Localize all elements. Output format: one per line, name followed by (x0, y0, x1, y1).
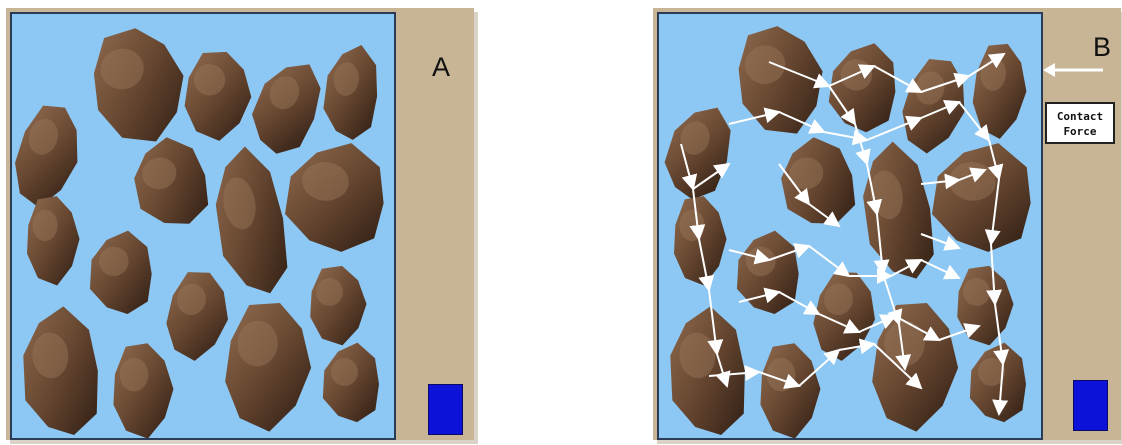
particle-field-a (10, 12, 396, 440)
particle-b-3 (826, 40, 899, 135)
particles-b (659, 14, 1041, 438)
particle-a-15 (221, 299, 316, 435)
particle-a-7 (205, 142, 295, 300)
particle-a-10 (90, 231, 152, 314)
blue-square-icon (1073, 380, 1108, 431)
particle-b-11 (808, 267, 883, 365)
blue-square-icon (428, 384, 463, 435)
particle-a-16 (323, 343, 379, 422)
contact-force-arrow (809, 246, 849, 276)
panel-a: A (6, 8, 474, 440)
particle-b-1 (659, 98, 740, 206)
particle-a-13 (17, 304, 103, 438)
panel-label-b: B (1093, 32, 1111, 63)
particle-a-3 (182, 49, 255, 144)
particle-b-6 (771, 130, 863, 235)
particle-a-9 (27, 196, 80, 285)
particle-field-b (657, 12, 1043, 440)
panel-label-a: A (432, 52, 450, 83)
particle-a-11 (161, 267, 236, 365)
particle-a-2 (85, 21, 194, 150)
particle-a-6 (124, 130, 216, 235)
contact-force-button[interactable]: Contact Force (1045, 102, 1115, 144)
contact-force-line2: Force (1047, 124, 1113, 139)
particle-b-10 (737, 231, 799, 314)
contact-force-arrow (921, 260, 959, 278)
particle-a-5 (321, 42, 381, 142)
particle-b-4 (894, 52, 977, 160)
particle-b-16 (970, 343, 1026, 422)
particle-b-15 (868, 299, 963, 435)
particles-a (12, 14, 394, 438)
particle-b-14 (760, 343, 820, 438)
particle-a-12 (310, 266, 366, 345)
arrow-left-icon (1041, 62, 1105, 78)
contact-force-line1: Contact (1047, 109, 1113, 124)
particle-a-8 (282, 138, 388, 255)
panel-b: B Contact Force (653, 8, 1121, 440)
particle-a-1 (12, 99, 90, 214)
particle-b-13 (664, 304, 750, 438)
particle-a-14 (113, 343, 173, 438)
contact-force-arrow (824, 132, 867, 140)
particle-b-8 (929, 138, 1035, 255)
particle-b-12 (957, 266, 1013, 345)
particle-a-4 (242, 52, 331, 162)
